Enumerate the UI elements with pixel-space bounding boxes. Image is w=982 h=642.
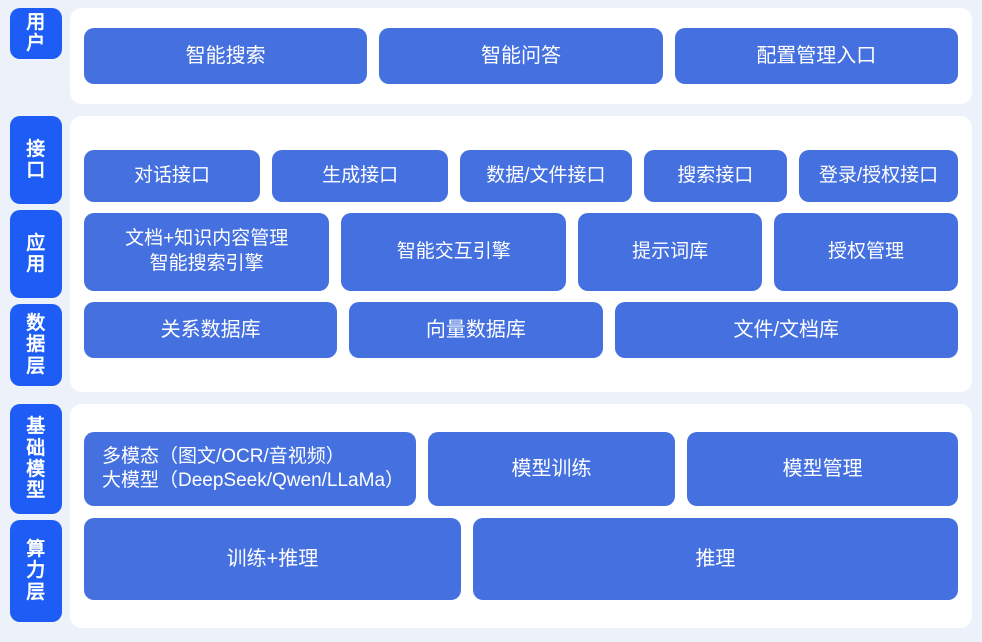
row-application: 文档+知识内容管理 智能搜索引擎 智能交互引擎 提示词库 授权管理 <box>84 213 958 291</box>
card-generation-interface[interactable]: 生成接口 <box>272 150 449 202</box>
row-data: 关系数据库 向量数据库 文件/文档库 <box>84 302 958 358</box>
band-middle-panel: 对话接口 生成接口 数据/文件接口 搜索接口 登录/授权接口 文档+知识内容管理… <box>70 116 972 392</box>
band-middle: 接 口 应 用 数 据 层 对话接口 生成接口 数据/文件接口 搜索接口 登录/… <box>10 116 972 392</box>
card-vector-database[interactable]: 向量数据库 <box>349 302 603 358</box>
layer-label-user: 用 户 <box>10 8 62 59</box>
card-authorization-management[interactable]: 授权管理 <box>774 213 958 291</box>
card-multimodal-large-model[interactable]: 多模态（图文/OCR/音视频） 大模型（DeepSeek/Qwen/LLaMa） <box>84 432 416 506</box>
layer-label-interface-char-1: 口 <box>26 160 46 181</box>
layer-label-application: 应 用 <box>10 210 62 298</box>
band-bottom-labels: 基 础 模 型 算 力 层 <box>10 404 62 628</box>
card-file-document-store[interactable]: 文件/文档库 <box>614 302 958 358</box>
layer-label-foundation-model-char-1: 础 <box>26 437 46 459</box>
layer-label-data-char-1: 据 <box>26 334 46 356</box>
band-bottom-panel: 多模态（图文/OCR/音视频） 大模型（DeepSeek/Qwen/LLaMa）… <box>70 404 972 628</box>
layer-label-interface-char-0: 接 <box>26 138 46 160</box>
layer-label-compute-char-1: 力 <box>26 560 46 582</box>
card-inference[interactable]: 推理 <box>472 518 958 600</box>
card-intelligent-interaction-engine[interactable]: 智能交互引擎 <box>341 213 567 291</box>
card-model-training[interactable]: 模型训练 <box>427 432 676 506</box>
layer-label-foundation-model-char-3: 型 <box>26 480 46 502</box>
layer-label-data-char-0: 数 <box>26 313 46 335</box>
card-relational-database[interactable]: 关系数据库 <box>84 302 338 358</box>
band-user: 用 户 智能搜索 智能问答 配置管理入口 <box>10 8 972 104</box>
layer-label-compute-char-0: 算 <box>26 539 46 561</box>
layer-label-data: 数 据 层 <box>10 304 62 386</box>
row-user: 智能搜索 智能问答 配置管理入口 <box>84 28 958 84</box>
layer-label-application-char-1: 用 <box>26 254 46 275</box>
band-middle-labels: 接 口 应 用 数 据 层 <box>10 116 62 392</box>
card-intelligent-qa[interactable]: 智能问答 <box>379 28 663 84</box>
layer-label-foundation-model-char-0: 基 <box>26 416 46 438</box>
row-model: 多模态（图文/OCR/音视频） 大模型（DeepSeek/Qwen/LLaMa）… <box>84 432 958 506</box>
card-training-and-inference[interactable]: 训练+推理 <box>84 518 461 600</box>
layer-label-compute: 算 力 层 <box>10 520 62 622</box>
layer-label-compute-char-2: 层 <box>26 581 46 603</box>
card-dialog-interface[interactable]: 对话接口 <box>84 150 261 202</box>
row-interface: 对话接口 生成接口 数据/文件接口 搜索接口 登录/授权接口 <box>84 150 958 202</box>
layer-label-application-char-0: 应 <box>26 232 46 254</box>
card-config-management-entry[interactable]: 配置管理入口 <box>674 28 958 84</box>
band-bottom: 基 础 模 型 算 力 层 多模态（图文/OCR/音视频） 大模型（DeepSe… <box>10 404 972 628</box>
layer-label-user-char-0: 用 <box>26 12 46 33</box>
layer-label-interface: 接 口 <box>10 116 62 204</box>
card-document-knowledge-management[interactable]: 文档+知识内容管理 智能搜索引擎 <box>84 213 330 291</box>
card-model-management[interactable]: 模型管理 <box>687 432 958 506</box>
layer-label-user-char-1: 户 <box>26 33 46 55</box>
band-user-panel: 智能搜索 智能问答 配置管理入口 <box>70 8 972 104</box>
band-user-labels: 用 户 <box>10 8 62 104</box>
card-search-interface[interactable]: 搜索接口 <box>643 150 788 202</box>
layer-label-foundation-model-char-2: 模 <box>26 459 46 480</box>
card-login-auth-interface[interactable]: 登录/授权接口 <box>799 150 958 202</box>
layer-label-data-char-2: 层 <box>26 355 46 377</box>
card-prompt-library[interactable]: 提示词库 <box>578 213 763 291</box>
row-compute: 训练+推理 推理 <box>84 518 958 600</box>
layer-label-foundation-model: 基 础 模 型 <box>10 404 62 514</box>
card-data-file-interface[interactable]: 数据/文件接口 <box>460 150 632 202</box>
card-intelligent-search[interactable]: 智能搜索 <box>84 28 368 84</box>
